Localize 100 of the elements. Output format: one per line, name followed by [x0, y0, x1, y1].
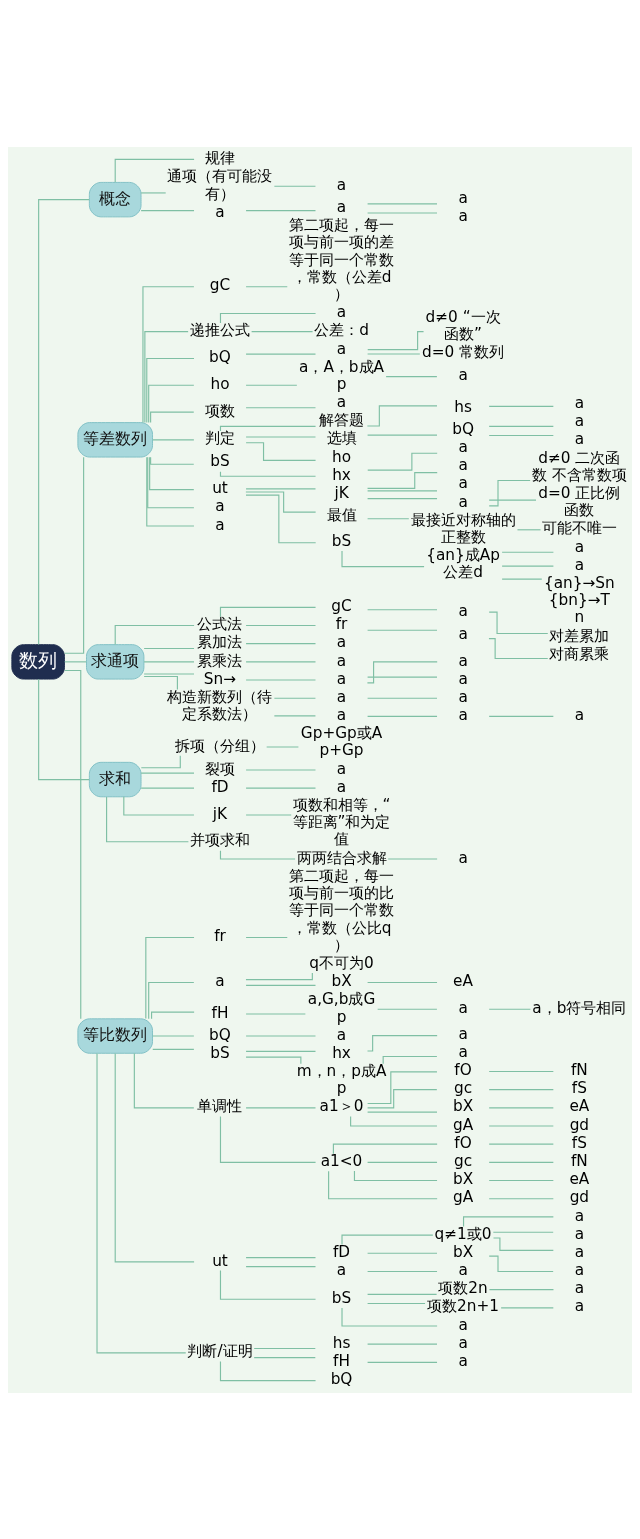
- connector: [133, 1052, 195, 1108]
- connector: [245, 441, 317, 461]
- node-box: 数列: [11, 643, 65, 680]
- node-text: ut: [212, 478, 228, 497]
- connector: [488, 479, 531, 506]
- connector: [245, 936, 288, 938]
- node-text: hs: [332, 1333, 351, 1352]
- node-text: ho: [332, 447, 352, 466]
- connector: [140, 754, 181, 768]
- connector: [245, 494, 317, 543]
- connector: [273, 697, 316, 699]
- node-text: gc: [454, 1078, 473, 1097]
- connector: [366, 660, 438, 683]
- connector: [488, 425, 554, 427]
- connector: [145, 936, 195, 1019]
- connector: [142, 285, 195, 423]
- connector: [245, 1265, 317, 1267]
- connector: [367, 1270, 438, 1272]
- node-text: a: [336, 651, 347, 669]
- connector: [245, 624, 317, 626]
- connector: [245, 1256, 317, 1258]
- connector: [341, 1306, 438, 1327]
- connector: [245, 209, 317, 211]
- connector: [488, 499, 537, 501]
- node-text: 项数2n+1: [427, 1296, 500, 1315]
- connector: [245, 813, 292, 816]
- node-text: a: [458, 473, 468, 492]
- node-text: 解答题: [319, 410, 365, 429]
- node-text: a: [458, 1024, 468, 1043]
- connector: [150, 411, 195, 423]
- connector: [488, 1106, 554, 1108]
- node-box: 等比数列: [77, 1017, 153, 1054]
- connector: [140, 191, 167, 193]
- node-text: 构造新数列（待定系数法）: [167, 687, 273, 723]
- connector: [492, 1236, 554, 1251]
- connector: [492, 1231, 554, 1233]
- connector: [366, 1034, 438, 1052]
- connector: [245, 285, 288, 287]
- connector: [462, 1215, 554, 1227]
- node-text: 项数: [204, 401, 235, 420]
- node-box: 求通项: [86, 643, 145, 680]
- connector: [140, 772, 195, 774]
- node-text: a: [458, 492, 468, 511]
- node-text: 最值: [326, 505, 357, 524]
- node-text: a: [336, 1025, 347, 1044]
- connector: [219, 312, 317, 324]
- node-text: gC: [331, 596, 352, 615]
- node-text: a: [574, 411, 585, 430]
- node-text: 选填: [326, 428, 357, 447]
- connector: [488, 1288, 555, 1290]
- connector: [114, 158, 195, 183]
- connector: [148, 384, 195, 423]
- connector: [245, 490, 317, 513]
- connector: [245, 353, 317, 355]
- node-text: gC: [209, 275, 231, 294]
- connector: [96, 1052, 187, 1353]
- node-text: a: [458, 705, 468, 724]
- node-text: 判定: [204, 428, 235, 447]
- node-text: fD: [211, 777, 229, 796]
- node-text: q不可为0: [309, 953, 374, 972]
- node-text: a: [574, 1278, 585, 1297]
- connector: [367, 452, 438, 471]
- node-text: 规律: [204, 148, 235, 167]
- connector: [151, 1011, 195, 1019]
- node-text: 裂项: [204, 759, 235, 778]
- node-text: ut: [212, 1251, 228, 1270]
- node-text: a: [215, 496, 225, 515]
- node-box: 求和: [88, 761, 142, 797]
- node-text: a: [336, 197, 347, 216]
- node-text: a: [574, 1296, 585, 1315]
- connector: [328, 1170, 438, 1199]
- connector: [377, 1008, 438, 1010]
- node-text: {an}成Ap 公差d: [426, 545, 500, 581]
- connector: [367, 330, 425, 350]
- connector: [219, 1269, 317, 1300]
- connector: [367, 715, 438, 717]
- node-text: d=0 常数列: [422, 342, 505, 361]
- connector: [253, 1356, 316, 1358]
- node-text: 项数和相等，“等距离”和为定值: [292, 795, 391, 848]
- connector: [488, 1255, 554, 1272]
- node-text: a: [215, 515, 225, 534]
- connector: [143, 660, 195, 662]
- node-text: 累加法: [197, 632, 243, 651]
- connector: [488, 434, 554, 436]
- node-text: 拆项（分组）: [174, 736, 265, 755]
- connector: [516, 528, 542, 530]
- node-text: a: [215, 971, 225, 990]
- node-text: 递推公式: [189, 320, 250, 339]
- connector: [147, 456, 195, 508]
- connector: [367, 608, 438, 610]
- connector: [367, 1293, 438, 1295]
- connector: [152, 438, 195, 440]
- node-text: gA: [452, 1115, 474, 1134]
- node-text: gd: [569, 1115, 590, 1134]
- node-text: fS: [571, 1133, 587, 1152]
- node-text: a: [458, 601, 468, 620]
- connector: [245, 787, 317, 789]
- connector: [148, 981, 195, 1019]
- node-text: a1<0: [320, 1151, 363, 1170]
- connector: [367, 1252, 438, 1254]
